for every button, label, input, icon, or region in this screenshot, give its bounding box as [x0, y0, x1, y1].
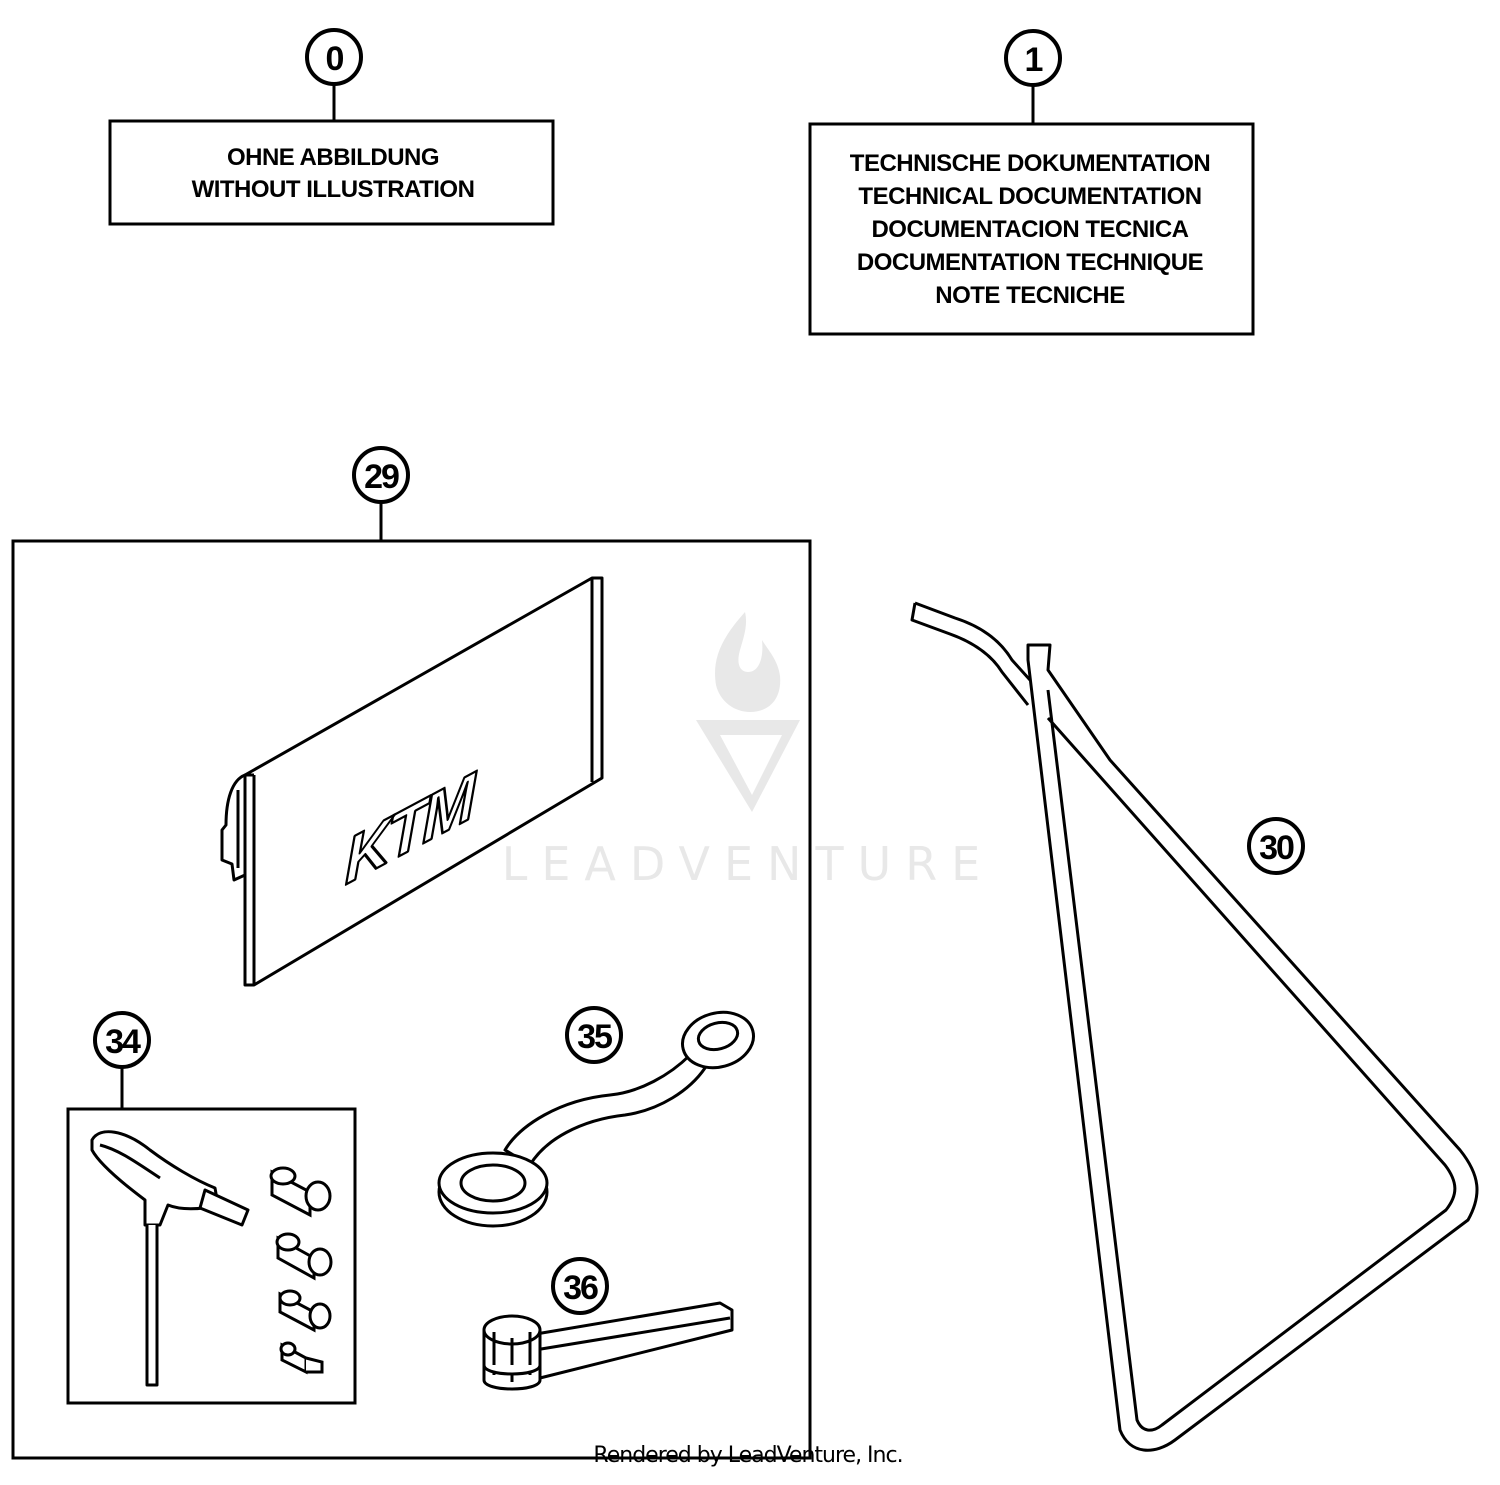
rendered-by-credit: Rendered by LeadVenture, Inc.: [593, 1443, 902, 1468]
hex-bit-4: [279, 1341, 324, 1375]
callout-30[interactable]: 30: [1247, 817, 1305, 875]
watermark-flame-icon: [715, 612, 781, 712]
hex-key-set-frame: [66, 1107, 357, 1405]
callout-34[interactable]: 34: [93, 1011, 151, 1069]
callout-1-label: 1: [1025, 41, 1043, 79]
watermark-v-icon: [696, 720, 800, 812]
hex-bit-3: [278, 1289, 332, 1333]
box1-line5: NOTE TECNICHE: [935, 282, 1125, 309]
box1-line1: TECHNISCHE DOKUMENTATION: [850, 150, 1210, 177]
hex-bits[interactable]: [269, 1166, 333, 1375]
callout-36-label: 36: [563, 1269, 598, 1307]
pin-wrench[interactable]: [437, 1005, 760, 1228]
callout-35[interactable]: 35: [565, 1006, 623, 1064]
box-without-illustration: [108, 119, 555, 226]
tool-bag[interactable]: KTM: [220, 576, 604, 987]
callout-29[interactable]: 29: [352, 446, 410, 504]
t-handle-wrench[interactable]: [90, 1130, 250, 1387]
toolkit-frame: [11, 539, 812, 1460]
box0-line2: WITHOUT ILLUSTRATION: [192, 176, 475, 203]
side-stand[interactable]: [910, 601, 1479, 1452]
callout-36[interactable]: 36: [551, 1257, 609, 1315]
callout-35-label: 35: [577, 1018, 612, 1056]
box1-line3: DOCUMENTACION TECNICA: [871, 216, 1188, 243]
callout-34-label: 34: [105, 1023, 141, 1061]
callout-30-label: 30: [1259, 829, 1294, 867]
box0-line1: OHNE ABBILDUNG: [227, 144, 439, 171]
box-technical-documentation: [808, 122, 1255, 336]
watermark: LEADVENTURE: [502, 612, 995, 891]
callout-0[interactable]: 0: [305, 28, 363, 86]
socket-wrench[interactable]: [482, 1301, 734, 1391]
callout-29-label: 29: [364, 458, 399, 496]
callout-0-label: 0: [326, 40, 344, 78]
watermark-text: LEADVENTURE: [502, 837, 995, 891]
box1-line2: TECHNICAL DOCUMENTATION: [858, 183, 1201, 210]
hex-bit-1: [269, 1166, 332, 1218]
box1-line4: DOCUMENTATION TECHNIQUE: [857, 249, 1204, 276]
hex-bit-2: [275, 1232, 333, 1281]
callout-1[interactable]: 1: [1004, 29, 1062, 87]
